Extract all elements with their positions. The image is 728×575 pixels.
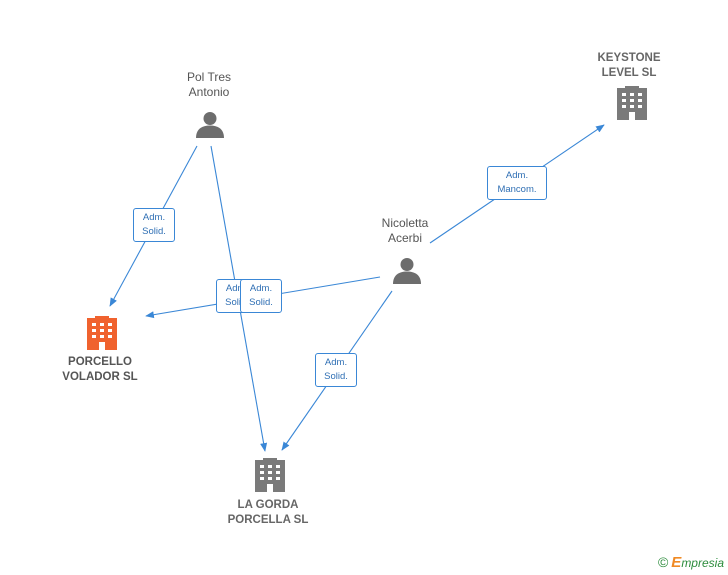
edge-label-pol-porcello: Adm. Solid. <box>133 208 175 242</box>
building-icon[interactable] <box>255 458 285 492</box>
person-icon[interactable] <box>196 112 224 138</box>
node-label-nicoletta-acerbi[interactable]: Nicoletta Acerbi <box>381 216 429 245</box>
edge-label-pol-lagorda: Adm. Solid. <box>240 279 282 313</box>
node-label-pol-tres-antonio[interactable]: Pol Tres Antonio <box>186 70 232 99</box>
edge-label-nicoletta-lagorda: Adm. Solid. <box>315 353 357 387</box>
node-label-la-gorda-porcella[interactable]: LA GORDA PORCELLA SL <box>227 499 309 526</box>
copyright-icon: © <box>657 554 669 570</box>
building-icon[interactable] <box>87 316 117 350</box>
node-label-porcello-volador[interactable]: PORCELLO VOLADOR SL <box>62 356 138 383</box>
node-label-keystone-level[interactable]: KEYSTONE LEVEL SL <box>597 52 661 79</box>
empresia-copyright[interactable]: ©Empresia <box>658 554 724 571</box>
person-icon[interactable] <box>393 258 421 284</box>
brand-name: mpresia <box>681 556 724 570</box>
building-icon[interactable] <box>617 86 647 120</box>
edge-label-nicoletta-keystone: Adm. Mancom. <box>487 166 547 200</box>
brand-initial: E <box>671 554 682 571</box>
